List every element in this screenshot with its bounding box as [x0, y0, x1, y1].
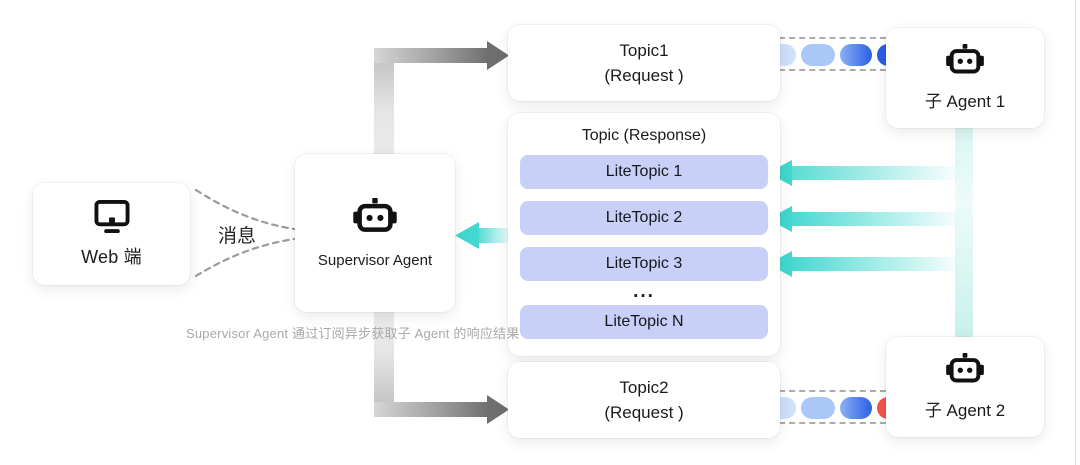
robot-icon: [353, 197, 397, 232]
topic2-subtitle: (Request ): [604, 402, 684, 422]
node-sub-agent-2: 子 Agent 2: [886, 337, 1044, 437]
robot-icon: [946, 44, 984, 74]
litetopic-ellipsis: ...: [633, 281, 655, 302]
queue-bottom-message-pill: [801, 397, 835, 419]
litetopic-1-pill: LiteTopic 1: [520, 155, 768, 189]
queue-bottom-message-pill: [840, 397, 872, 419]
request-arrow-bottom-shaft: [374, 402, 490, 417]
supervisor-agent-label: Supervisor Agent: [317, 251, 433, 269]
response-arrow-3-shaft: [791, 257, 962, 271]
topic1-title: Topic1: [619, 40, 669, 60]
response-arrow-2-shaft: [791, 212, 962, 226]
response-arrow-1-shaft: [791, 166, 962, 180]
sub-agent-2-label: 子 Agent 2: [924, 401, 1006, 420]
queue-bottom-dashed-channel: [779, 390, 886, 424]
node-supervisor-agent: Supervisor Agent: [295, 154, 455, 312]
node-web-client: Web 端: [33, 183, 190, 285]
request-arrow-top-arrowhead-icon: [487, 41, 509, 70]
node-topic2-request: Topic2 (Request ): [508, 362, 780, 438]
supervisor-response-arrow-shaft: [477, 228, 508, 243]
topic2-title: Topic2: [619, 377, 669, 397]
web-client-label: Web 端: [81, 247, 142, 267]
node-topic1-request: Topic1 (Request ): [508, 25, 780, 101]
message-funnel-dashed-lines: [194, 188, 296, 278]
monitor-icon: [94, 199, 129, 234]
request-arrow-bottom-arrowhead-icon: [487, 395, 509, 424]
queue-top-dashed-channel: [779, 37, 886, 71]
diagram-caption: Supervisor Agent 通过订阅异步获取子 Agent 的响应结果: [186, 326, 520, 341]
queue-top-message-pill: [801, 44, 835, 66]
topic-response-title: Topic (Response): [581, 127, 707, 144]
litetopic-2-pill: LiteTopic 2: [520, 201, 768, 235]
response-path-vertical-line: [955, 127, 973, 338]
sub-agent-1-label: 子 Agent 1: [924, 92, 1006, 111]
message-label: 消息: [217, 226, 256, 247]
robot-icon: [946, 353, 984, 383]
node-topic-response: Topic (Response) LiteTopic 1 LiteTopic 2…: [508, 113, 780, 356]
supervisor-response-arrow-arrowhead-icon: [455, 222, 479, 249]
litetopic-n-pill: LiteTopic N: [520, 305, 768, 339]
node-sub-agent-1: 子 Agent 1: [886, 28, 1044, 128]
queue-top-message-pill: [840, 44, 872, 66]
page-edge-line: [1075, 0, 1076, 465]
topic1-subtitle: (Request ): [604, 65, 684, 85]
request-arrow-top-shaft: [374, 48, 490, 63]
litetopic-3-pill: LiteTopic 3: [520, 247, 768, 281]
